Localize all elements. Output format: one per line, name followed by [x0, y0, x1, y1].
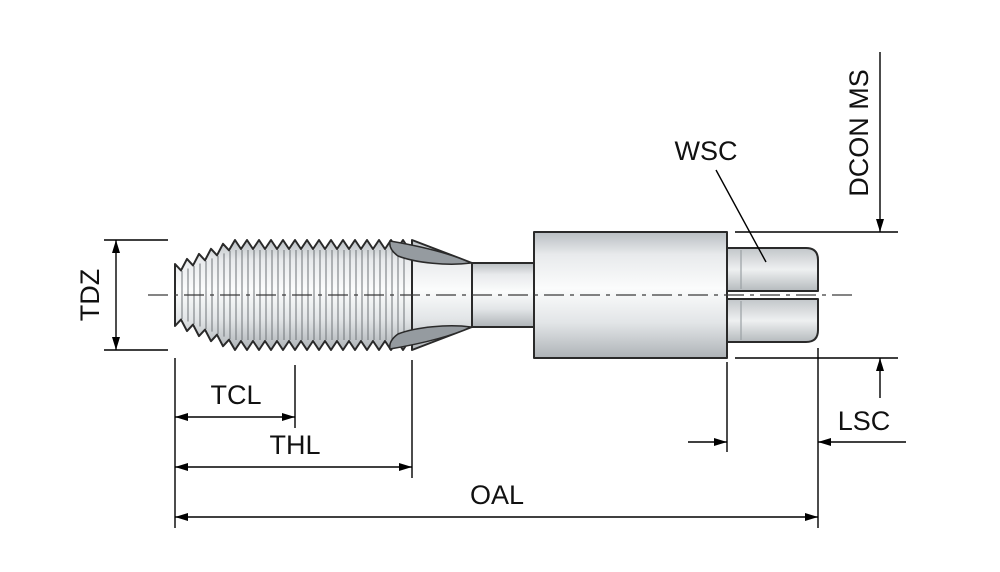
- tap-flute-lower: [389, 325, 474, 350]
- lsc-arrow-right-pointing: [714, 438, 727, 446]
- dcon-arrow-up: [876, 358, 884, 371]
- tdz-arrow-down: [112, 337, 120, 350]
- dimension-oal: OAL: [175, 348, 819, 528]
- lsc-arrow-left-pointing: [818, 438, 831, 446]
- dimension-lsc: LSC: [688, 362, 906, 452]
- dim-label-tcl: TCL: [210, 380, 261, 410]
- dimension-tdz: TDZ: [75, 239, 168, 351]
- dim-label-tdz: TDZ: [75, 269, 105, 321]
- oal-arrow-right: [805, 513, 818, 521]
- tap-flute-upper: [389, 240, 474, 265]
- callout-wsc: WSC: [675, 136, 767, 263]
- tcl-arrow-right: [282, 413, 295, 421]
- dimensions: TDZ TCL THL OAL: [75, 52, 906, 528]
- tcl-arrow-left: [175, 413, 188, 421]
- tap-square-drive-upper: [726, 247, 819, 292]
- dim-label-thl: THL: [269, 430, 320, 460]
- tap-square-drive-lower: [726, 298, 819, 343]
- dim-label-wsc: WSC: [675, 136, 738, 166]
- dimension-tcl: TCL: [175, 365, 296, 428]
- tdz-arrow-up: [112, 240, 120, 253]
- thl-arrow-left: [175, 463, 188, 471]
- dim-label-oal: OAL: [470, 480, 524, 510]
- thl-arrow-right: [399, 463, 412, 471]
- dcon-arrow-down: [876, 219, 884, 232]
- wsc-leader-line: [715, 169, 767, 263]
- dimension-thl: THL: [175, 360, 413, 478]
- dim-label-lsc: LSC: [838, 406, 891, 436]
- dimension-dcon-ms: DCON MS: [735, 52, 898, 398]
- dim-label-dcon-ms: DCON MS: [844, 69, 874, 197]
- oal-arrow-left: [175, 513, 188, 521]
